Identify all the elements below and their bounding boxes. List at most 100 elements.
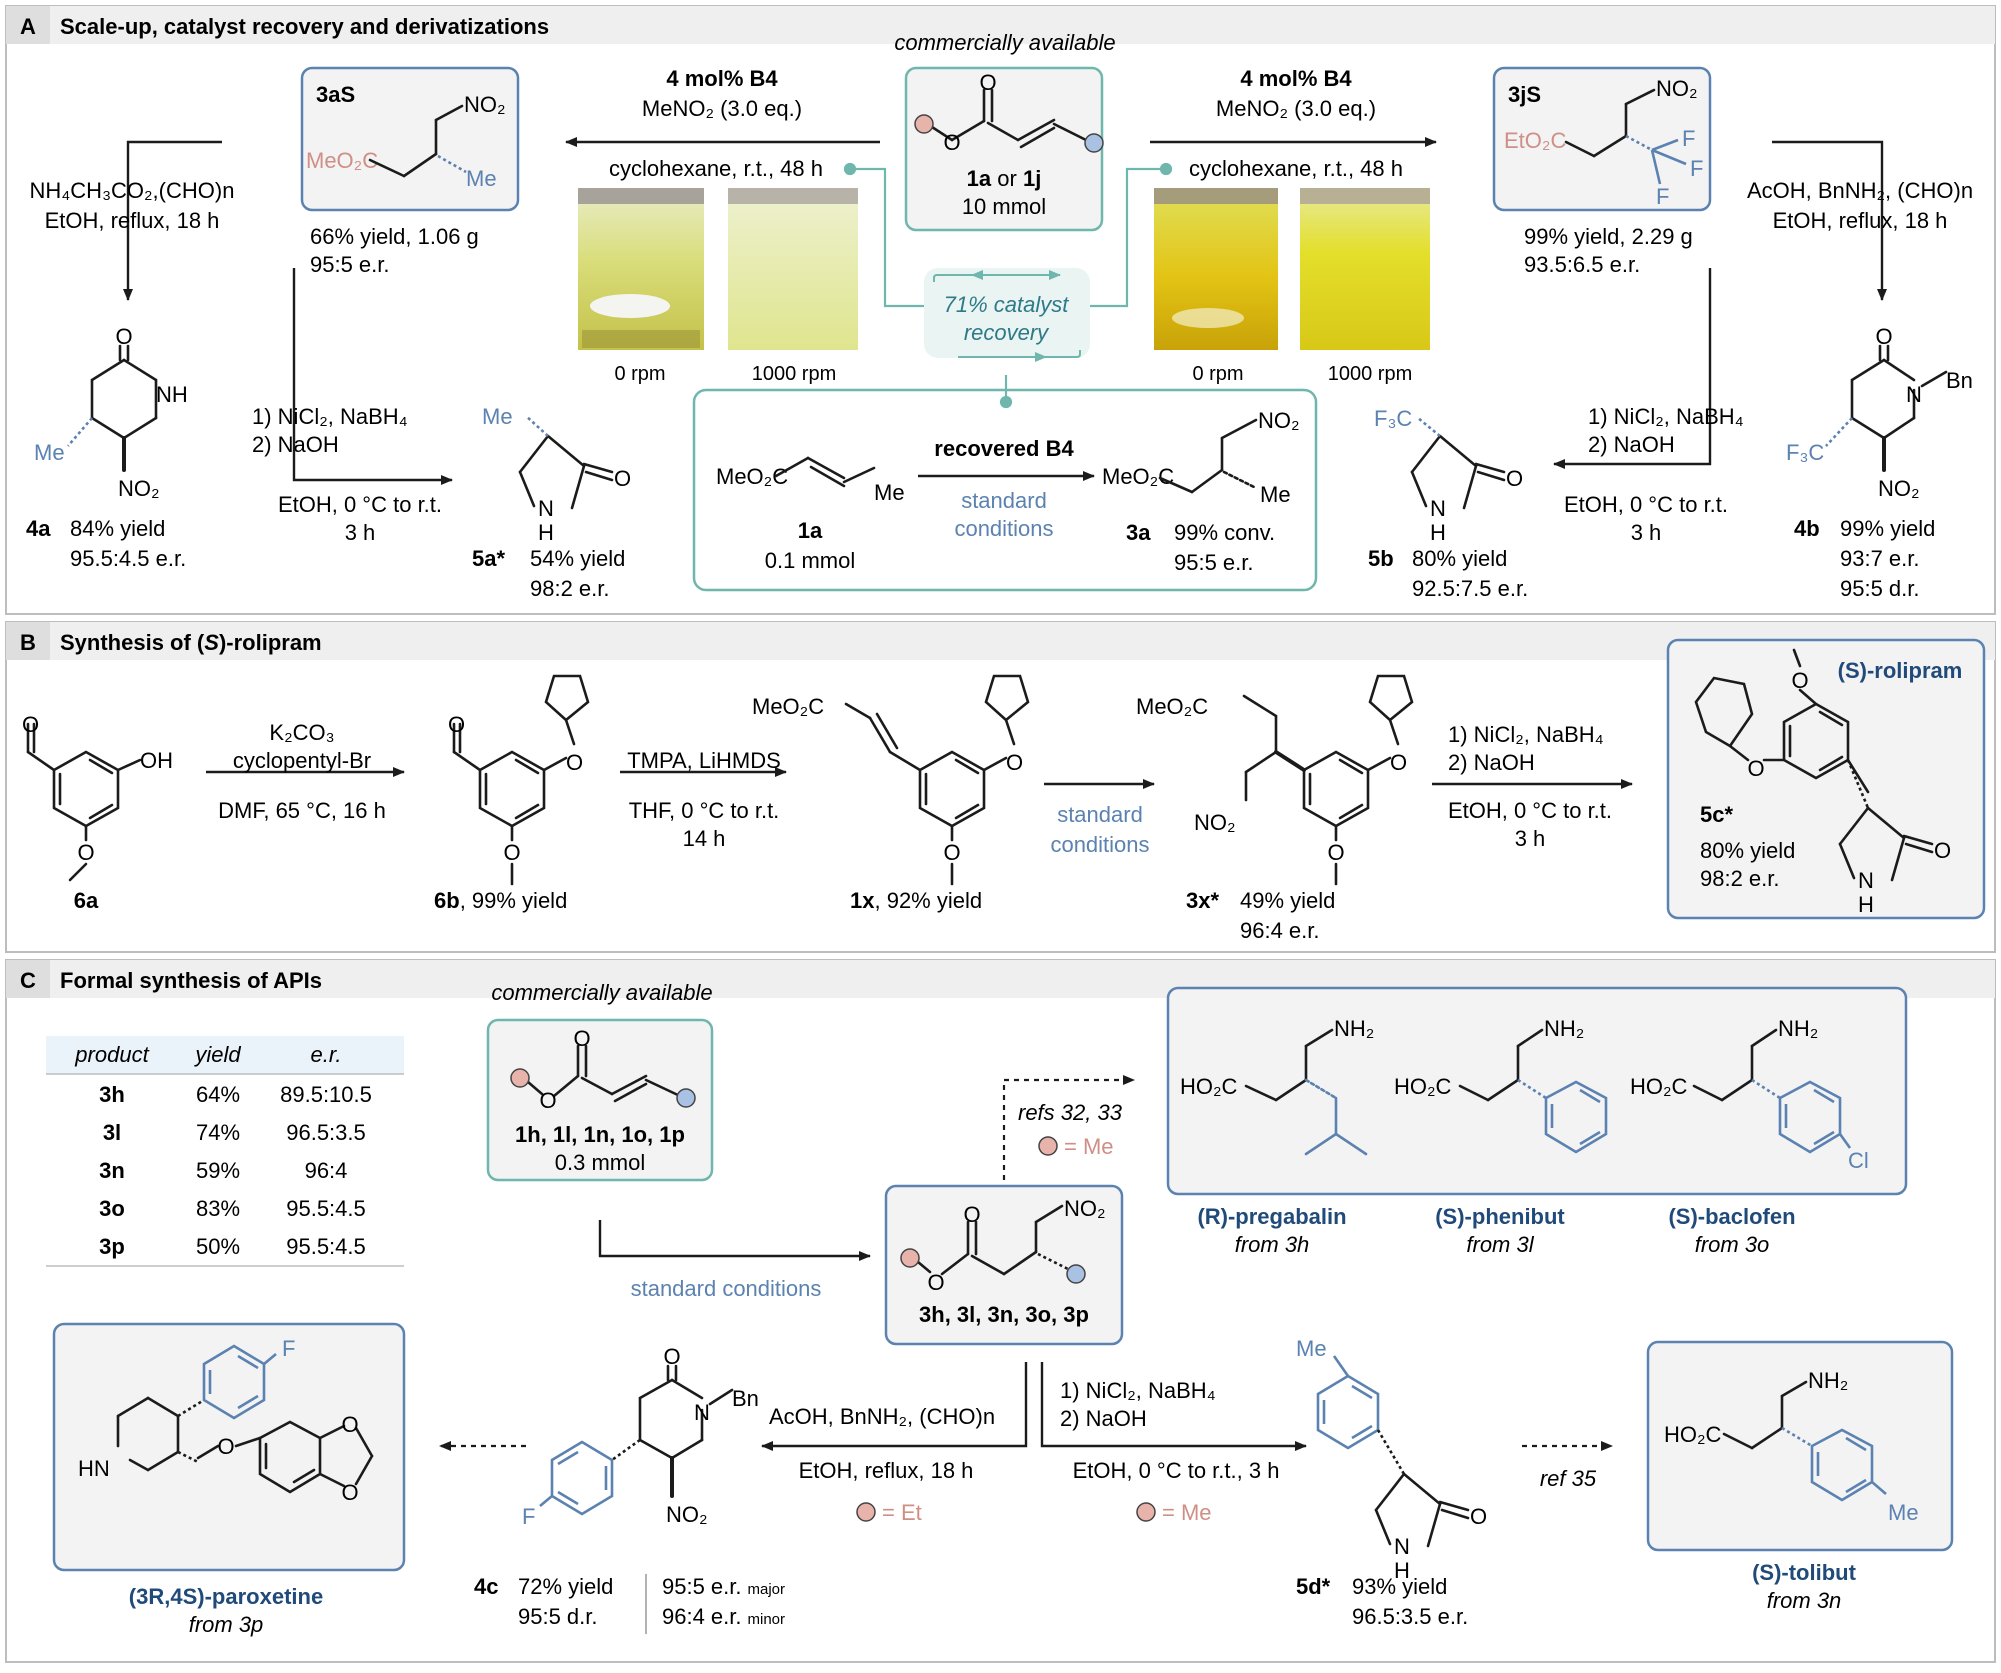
atom-nh-4a: NH [156, 382, 188, 407]
cond-b1-2: cyclopentyl-Br [233, 748, 371, 773]
atom-o-5a: O [614, 466, 631, 491]
phenibut-from: from 3l [1466, 1232, 1534, 1257]
atom-o-4c: O [663, 1344, 680, 1369]
cond-5d-3: EtOH, 0 °C to r.t., 3 h [1073, 1458, 1280, 1483]
cond-left-2: MeNO₂ (3.0 eq.) [642, 96, 802, 121]
table-cell: 96:4 [305, 1158, 348, 1183]
er-4b: 93:7 e.r. [1840, 546, 1920, 571]
atom-oh-6a: OH [140, 748, 173, 773]
atom-ho2c-phenibut: HO₂C [1394, 1074, 1452, 1099]
baclofen-name: (S)-baclofen [1668, 1204, 1795, 1229]
atom-f-paroxetine: F [282, 1336, 295, 1361]
cond-4a-1: NH₄CH₃CO₂,(CHO)n [30, 178, 235, 203]
yield-5c: 80% yield [1700, 838, 1795, 863]
er-4a: 95.5:4.5 e.r. [70, 546, 186, 571]
label-4c: 4c [474, 1574, 498, 1599]
cond-b2-1: TMPA, LiHMDS [627, 748, 781, 773]
atom-o-ester-a: O [943, 130, 960, 155]
er-major-4c: 95:5 e.r.major [662, 1574, 785, 1599]
atom-f3c-4b: F₃C [1786, 440, 1824, 465]
atom-o-carbonyl-a: O [979, 70, 996, 95]
atom-f3c-5b: F₃C [1374, 406, 1412, 431]
arrow-to-4b [1772, 140, 1887, 301]
table-cell: 3l [103, 1120, 121, 1145]
structure-5d [1374, 1472, 1470, 1548]
er-3a: 95:5 e.r. [1174, 550, 1254, 575]
atom-me-1a: Me [874, 480, 905, 505]
cond-4c-2: EtOH, reflux, 18 h [799, 1458, 974, 1483]
atom-o3-6b: O [503, 840, 520, 865]
eq-me-top: = Me [1064, 1134, 1114, 1159]
cond-4b-1: AcOH, BnNH₂, (CHO)n [1747, 178, 1973, 203]
structure-4c [638, 1364, 734, 1498]
cond-b4-3: EtOH, 0 °C to r.t. [1448, 798, 1612, 823]
pregabalin-from: from 3h [1235, 1232, 1310, 1257]
er-3x: 96:4 e.r. [1240, 918, 1320, 943]
atom-ho2c-pregabalin: HO₂C [1180, 1074, 1238, 1099]
structure-4b [1850, 344, 1948, 472]
cond-4c-1: AcOH, BnNH₂, (CHO)n [769, 1404, 995, 1429]
panel-b-frame [5, 621, 1996, 953]
recovery-connectors [843, 162, 1173, 409]
atom-no2-3x: NO₂ [1194, 810, 1236, 835]
atom-o2-1x: O [943, 840, 960, 865]
ester-group-dot [900, 1248, 920, 1268]
atom-h-5c: H [1858, 892, 1874, 917]
starting-material-box-a: O O 1a or 1j 10 mmol [904, 66, 1104, 232]
tolibut-name: (S)-tolibut [1752, 1560, 1857, 1585]
substituent-dot [676, 1088, 696, 1108]
label-5a: 5a* [472, 546, 505, 571]
rpm-label-3: 0 rpm [1192, 363, 1243, 385]
product-box-c: O O NO₂ 3h, 3l, 3n, 3o, 3p [884, 1184, 1124, 1346]
table-header-er: e.r. [311, 1042, 342, 1067]
yield-5a: 54% yield [530, 546, 625, 571]
atom-o-carbonyl-pc: O [963, 1202, 980, 1227]
conv-3a: 99% conv. [1174, 520, 1275, 545]
cond-b1-3: DMF, 65 °C, 16 h [218, 798, 386, 823]
atom-o-4b: O [1875, 324, 1892, 349]
atom-meo2c-3a: MeO₂C [1102, 464, 1174, 489]
yield-3jS: 99% yield, 2.29 g [1524, 224, 1693, 249]
yield-5d: 93% yield [1352, 1574, 1447, 1599]
structure-6a [26, 722, 142, 882]
atom-ho2c-tolibut: HO₂C [1664, 1422, 1722, 1447]
label-5b: 5b [1368, 546, 1394, 571]
ester-group-dot [1136, 1502, 1156, 1522]
red-5b-3: EtOH, 0 °C to r.t. [1564, 492, 1728, 517]
recovered-b4-label: recovered B4 [934, 436, 1074, 461]
label-5c: 5c* [1700, 802, 1733, 827]
er-3jS: 93.5:6.5 e.r. [1524, 252, 1640, 277]
atom-nh2-pregabalin: NH₂ [1334, 1016, 1374, 1041]
cond-right-3: cyclohexane, r.t., 48 h [1189, 156, 1403, 181]
cond-4b-2: EtOH, reflux, 18 h [1773, 208, 1948, 233]
vial-photo-left-0rpm [578, 188, 704, 350]
arrow-to-4a [123, 140, 222, 301]
red-5a-3: EtOH, 0 °C to r.t. [278, 492, 442, 517]
baclofen-from: from 3o [1695, 1232, 1770, 1257]
cond-left-3: cyclohexane, r.t., 48 h [609, 156, 823, 181]
red-5a-1: 1) NiCl₂, NaBH₄ [252, 404, 408, 429]
er-5c: 98:2 e.r. [1700, 866, 1780, 891]
red-5b-4: 3 h [1631, 520, 1662, 545]
table-row: 3h 64% 89.5:10.5 [99, 1082, 372, 1107]
atom-no2-3jS: NO₂ [1656, 76, 1698, 101]
table-cell: 95.5:4.5 [286, 1196, 366, 1221]
atom-f2-3jS: F [1690, 156, 1703, 181]
cond-b4-1: 1) NiCl₂, NaBH₄ [1448, 722, 1604, 747]
label-3x: 3x* [1186, 888, 1219, 913]
red-5a-2: 2) NaOH [252, 432, 339, 457]
atom-n-5c: N [1858, 868, 1874, 893]
commercially-available-a: commercially available [894, 30, 1115, 55]
recovery-text-1: 71% catalyst [944, 292, 1070, 317]
er-5d: 96.5:3.5 e.r. [1352, 1604, 1468, 1629]
er-minor-4c: 96:4 e.r.minor [662, 1604, 785, 1629]
cond-left-1: 4 mol% B4 [666, 66, 778, 91]
atom-o-6a: O [22, 712, 39, 737]
table-cell: 96.5:3.5 [286, 1120, 366, 1145]
atom-no2-4a: NO₂ [118, 476, 160, 501]
cond-5d-2: 2) NaOH [1060, 1406, 1147, 1431]
atom-meo2c-3aS: MeO₂C [306, 148, 378, 173]
table-cell: 3h [99, 1082, 125, 1107]
atom-me-5a: Me [482, 404, 513, 429]
